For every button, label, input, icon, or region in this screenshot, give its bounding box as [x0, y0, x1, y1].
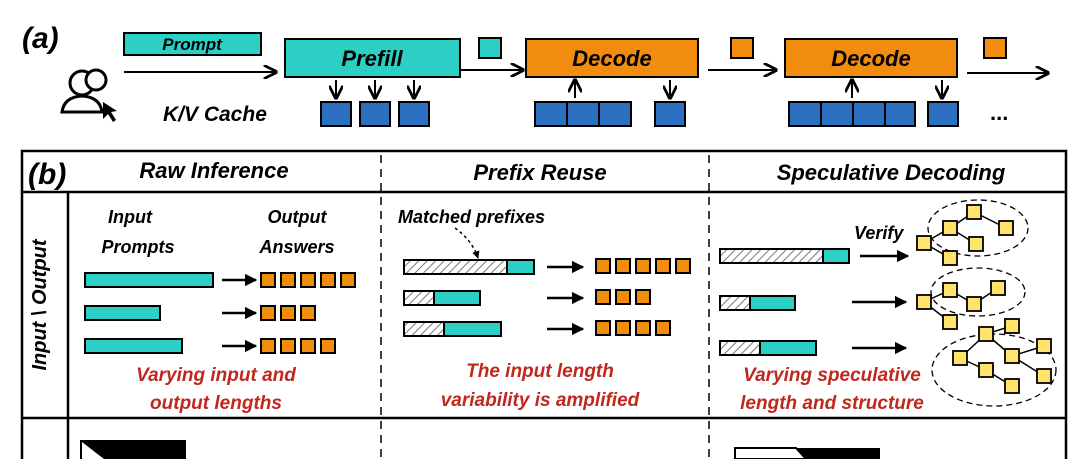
prefix-caption-2: variability is amplified	[441, 390, 640, 411]
user-icon	[60, 68, 117, 122]
input-prompts-label-1: Input	[108, 207, 153, 227]
kv-cache-decode-2	[788, 101, 959, 127]
output-answers-label-1: Output	[268, 207, 328, 227]
raw-caption-2: output lengths	[150, 393, 282, 414]
decode-box-2	[784, 38, 958, 78]
raw-caption-1: Varying input and	[136, 365, 296, 386]
output-answers-label-2: Answers	[258, 237, 334, 257]
prefix-output-tokens	[595, 258, 691, 336]
token-tree-1	[916, 199, 1029, 266]
kv-cache-decode-1	[534, 101, 686, 127]
token-orange	[730, 37, 754, 59]
decode-box-1	[525, 38, 699, 78]
panel-b-label: (b)	[28, 158, 66, 191]
spec-bars	[719, 248, 850, 356]
bottom-shape-left-notch	[82, 442, 104, 459]
bottom-shape-right	[734, 447, 808, 459]
prefill-label: Prefill	[341, 46, 403, 71]
decode-label-1: Decode	[572, 46, 651, 71]
token-teal	[478, 37, 502, 59]
panel-b-frame	[20, 149, 1068, 459]
panel-a-label: (a)	[22, 22, 59, 55]
token-tree-3	[931, 318, 1057, 407]
input-prompts-label-2: Prompts	[101, 237, 174, 257]
spec-caption-2: length and structure	[740, 393, 924, 414]
raw-prompt-bars	[84, 272, 214, 354]
bottom-shape-right-fill	[796, 448, 880, 459]
prefix-caption-1: The input length	[466, 361, 614, 382]
prompt-box	[123, 32, 262, 56]
spec-caption-1: Varying speculative	[743, 365, 921, 386]
token-tree-2	[916, 267, 1026, 330]
decode-label-2: Decode	[831, 46, 910, 71]
side-label-input-output: Input \ Output	[29, 238, 51, 370]
kv-cache-label: K/V Cache	[163, 103, 267, 126]
prefill-box	[284, 38, 461, 78]
kv-cache-prefill	[320, 101, 430, 127]
token-orange	[983, 37, 1007, 59]
prompt-label: Prompt	[162, 35, 223, 54]
bottom-shape-left	[80, 440, 186, 459]
ellipsis: ...	[990, 100, 1008, 125]
matched-pointer	[454, 227, 480, 259]
verify-label: Verify	[854, 223, 904, 243]
header-prefix-reuse: Prefix Reuse	[473, 160, 606, 185]
header-speculative-decoding: Speculative Decoding	[777, 160, 1006, 185]
header-raw-inference: Raw Inference	[139, 158, 288, 183]
prefix-bars	[403, 259, 535, 337]
raw-output-tokens	[260, 272, 356, 354]
matched-prefixes-label: Matched prefixes	[398, 207, 545, 227]
